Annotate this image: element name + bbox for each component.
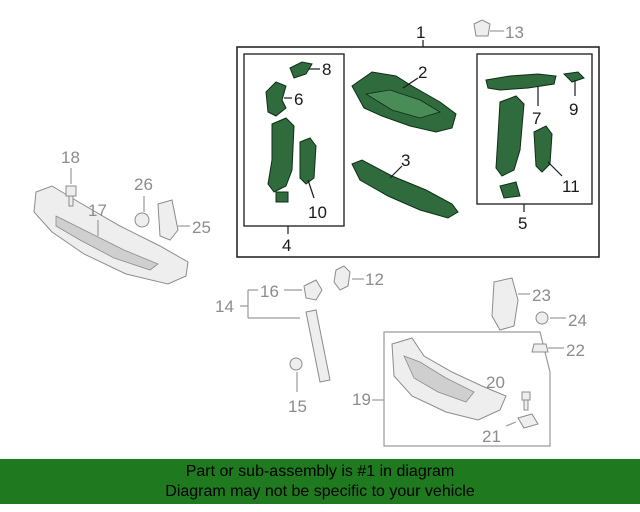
callout-9[interactable]: 9 bbox=[569, 100, 578, 119]
part-24-clip[interactable] bbox=[535, 311, 549, 325]
callout-16[interactable]: 16 bbox=[260, 282, 279, 301]
callout-18[interactable]: 18 bbox=[61, 148, 80, 167]
part-23-deflector[interactable] bbox=[491, 277, 519, 331]
callout-8[interactable]: 8 bbox=[322, 60, 331, 79]
part-5-right-support[interactable] bbox=[495, 95, 525, 177]
part-6-bracket[interactable] bbox=[265, 81, 287, 117]
part-22-nut[interactable] bbox=[531, 343, 549, 353]
part-11-bracket[interactable] bbox=[533, 125, 553, 173]
part-19-splash-shield[interactable] bbox=[391, 337, 507, 421]
part-4-left-support[interactable] bbox=[267, 117, 295, 193]
part-4-support-foot[interactable] bbox=[275, 191, 289, 203]
footer-line-1: Part or sub-assembly is #1 in diagram bbox=[185, 463, 455, 480]
part-21-clip[interactable] bbox=[517, 413, 539, 429]
part-26-nut[interactable] bbox=[134, 212, 150, 228]
part-9-bracket[interactable] bbox=[562, 71, 585, 83]
callout-4[interactable]: 4 bbox=[282, 236, 291, 255]
part-20-clip[interactable] bbox=[521, 391, 531, 411]
callout-1[interactable]: 1 bbox=[416, 23, 425, 42]
part-13-clip[interactable] bbox=[473, 19, 491, 37]
part-7-reinforcement[interactable] bbox=[485, 73, 557, 91]
part-10-bracket[interactable] bbox=[299, 137, 317, 185]
subassembly-5-box bbox=[476, 53, 593, 205]
footer-banner: Part or sub-assembly is #1 in diagram Di… bbox=[0, 459, 640, 504]
callout-2[interactable]: 2 bbox=[418, 63, 427, 82]
callout-25[interactable]: 25 bbox=[192, 218, 211, 237]
part-15-bolt[interactable] bbox=[289, 357, 303, 371]
callout-20[interactable]: 20 bbox=[486, 373, 505, 392]
callout-11[interactable]: 11 bbox=[562, 177, 580, 196]
part-8-bracket[interactable] bbox=[289, 61, 313, 79]
subassembly-4-box bbox=[243, 53, 345, 227]
part-14-support-rod[interactable] bbox=[305, 309, 331, 383]
callout-21[interactable]: 21 bbox=[482, 427, 501, 446]
part-16-bracket[interactable] bbox=[303, 279, 323, 301]
callout-5[interactable]: 5 bbox=[518, 214, 527, 233]
callout-13[interactable]: 13 bbox=[505, 23, 524, 42]
part-3-lower-tie-bar[interactable] bbox=[351, 159, 459, 219]
part-18-bolt[interactable] bbox=[65, 185, 77, 207]
callout-10[interactable]: 10 bbox=[308, 203, 327, 222]
assembly-1-box bbox=[236, 46, 600, 258]
callout-3[interactable]: 3 bbox=[401, 151, 410, 170]
part-5-support-foot[interactable] bbox=[499, 181, 521, 199]
callout-7[interactable]: 7 bbox=[532, 109, 541, 128]
callout-15[interactable]: 15 bbox=[288, 397, 307, 416]
callout-23[interactable]: 23 bbox=[532, 286, 551, 305]
footer-line-2: Diagram may not be specific to your vehi… bbox=[165, 483, 475, 500]
callout-22[interactable]: 22 bbox=[566, 341, 585, 360]
callout-19[interactable]: 19 bbox=[352, 390, 371, 409]
part-19-box bbox=[383, 331, 551, 447]
callout-14[interactable]: 14 bbox=[215, 297, 234, 316]
part-12-clip[interactable] bbox=[333, 265, 351, 291]
callout-24[interactable]: 24 bbox=[568, 311, 587, 330]
callout-6[interactable]: 6 bbox=[294, 90, 303, 109]
parts-diagram: 1 4 5 8 6 10 2 3 7 9 11 13 17 bbox=[33, 19, 600, 447]
callout-17[interactable]: 17 bbox=[88, 201, 107, 220]
callout-12[interactable]: 12 bbox=[365, 270, 384, 289]
callout-26[interactable]: 26 bbox=[134, 175, 153, 194]
part-17-bumper-cover[interactable] bbox=[33, 185, 189, 285]
part-25-bracket[interactable] bbox=[157, 199, 179, 241]
